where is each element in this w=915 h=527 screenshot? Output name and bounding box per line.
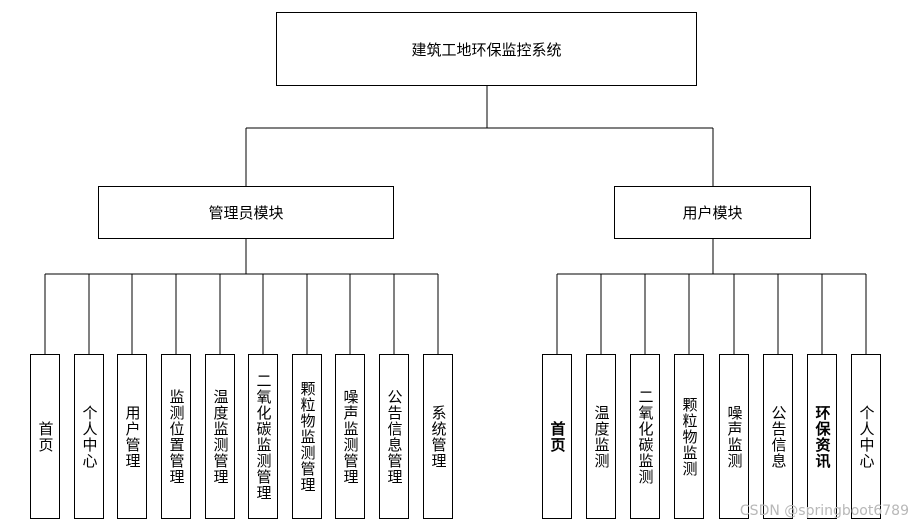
- admin-leaf-label: 温度监测管理: [211, 388, 230, 485]
- admin-leaf-particulate-management: 颗粒物监测管理: [292, 354, 322, 519]
- user-leaf-label: 颗粒物监测: [680, 396, 699, 477]
- admin-leaf-label: 监测位置管理: [167, 388, 186, 485]
- user-leaf-label: 个人中心: [857, 404, 876, 469]
- user-leaf-label: 环保资讯: [813, 404, 832, 469]
- root-node-label: 建筑工地环保监控系统: [411, 40, 562, 59]
- admin-module-label: 管理员模块: [208, 204, 284, 222]
- admin-leaf-profile: 个人中心: [74, 354, 104, 519]
- user-leaf-label: 二氧化碳监测: [636, 388, 655, 485]
- admin-leaf-system-management: 系统管理: [423, 354, 453, 519]
- admin-leaf-label: 噪声监测管理: [341, 388, 360, 485]
- admin-leaf-label: 颗粒物监测管理: [298, 380, 317, 493]
- admin-leaf-co2-management: 二氧化碳监测管理: [248, 354, 278, 519]
- admin-leaf-label: 首页: [36, 420, 55, 453]
- admin-leaf-label: 系统管理: [429, 404, 448, 469]
- root-node: 建筑工地环保监控系统: [276, 12, 697, 86]
- user-leaf-label: 公告信息: [769, 404, 788, 469]
- user-module-node: 用户模块: [614, 186, 811, 239]
- user-leaf-home: 首页: [542, 354, 572, 519]
- admin-leaf-user-management: 用户管理: [117, 354, 147, 519]
- user-leaf-label: 噪声监测: [725, 404, 744, 469]
- admin-leaf-notice-management: 公告信息管理: [379, 354, 409, 519]
- admin-leaf-label: 二氧化碳监测管理: [254, 372, 273, 501]
- user-leaf-co2: 二氧化碳监测: [630, 354, 660, 519]
- csdn-watermark: CSDN @springboot6789: [739, 503, 909, 519]
- user-leaf-label: 温度监测: [592, 404, 611, 469]
- user-leaf-env-news: 环保资讯: [807, 354, 837, 519]
- user-leaf-temperature: 温度监测: [586, 354, 616, 519]
- admin-leaf-noise-management: 噪声监测管理: [335, 354, 365, 519]
- user-module-label: 用户模块: [682, 204, 743, 222]
- admin-leaf-location-management: 监测位置管理: [161, 354, 191, 519]
- admin-module-node: 管理员模块: [98, 186, 394, 239]
- user-leaf-notice: 公告信息: [763, 354, 793, 519]
- user-leaf-noise: 噪声监测: [719, 354, 749, 519]
- user-leaf-profile: 个人中心: [851, 354, 881, 519]
- admin-leaf-label: 个人中心: [80, 404, 99, 469]
- admin-leaf-label: 公告信息管理: [385, 388, 404, 485]
- user-leaf-label: 首页: [548, 420, 567, 453]
- user-leaf-particulate: 颗粒物监测: [674, 354, 704, 519]
- admin-leaf-home: 首页: [30, 354, 60, 519]
- admin-leaf-label: 用户管理: [123, 404, 142, 469]
- admin-leaf-temperature-management: 温度监测管理: [205, 354, 235, 519]
